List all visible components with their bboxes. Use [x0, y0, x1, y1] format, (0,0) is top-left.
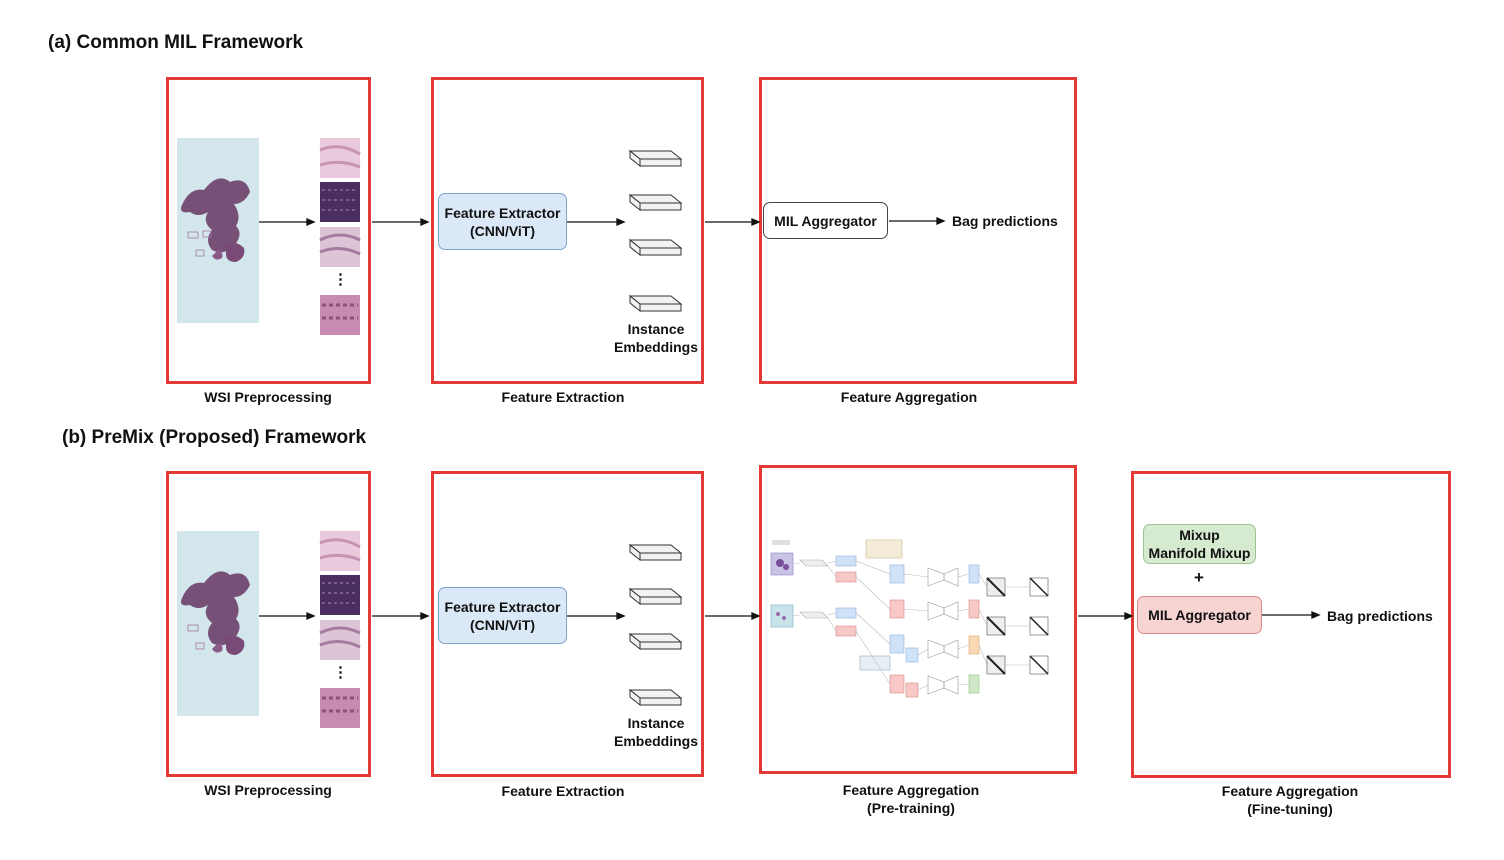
caption-feature-extraction: Feature Extraction	[501, 783, 625, 799]
embedding-slab-icon	[628, 543, 683, 707]
aggregation-frame	[759, 77, 1077, 384]
feature-extractor-node: Feature Extractor (CNN/ViT)	[438, 193, 567, 250]
wsi-thumbnail-image	[177, 138, 259, 323]
tissue-patch-image	[319, 138, 361, 335]
feature-extractor-node: Feature Extractor (CNN/ViT)	[438, 587, 567, 644]
caption-feature-aggregation-pretraining: Feature Aggregation (Pre-training)	[842, 782, 980, 816]
caption-feature-aggregation: Feature Aggregation	[840, 389, 978, 405]
mil-aggregator-node: MIL Aggregator	[1137, 596, 1262, 634]
panel-a-title: (a) Common MIL Framework	[48, 32, 304, 53]
caption-feature-aggregation-finetuning: Feature Aggregation (Fine-tuning)	[1221, 783, 1359, 817]
ellipsis: ⋮	[333, 271, 348, 288]
pretraining-frame	[759, 465, 1077, 774]
mixup-node: Mixup Manifold Mixup	[1143, 524, 1256, 564]
wsi-thumbnail-image	[177, 531, 259, 716]
arrow-icon	[259, 217, 946, 226]
panel-b-title: (b) PreMix (Proposed) Framework	[62, 427, 367, 448]
bag-predictions-label: Bag predictions	[952, 213, 1058, 229]
caption-wsi-preprocessing: WSI Preprocessing	[204, 389, 332, 405]
tissue-patch-image	[319, 531, 361, 728]
instance-embeddings-label: Instance Embeddings	[613, 321, 698, 355]
embedding-slab-icon	[628, 149, 683, 313]
mil-aggregator-node: MIL Aggregator	[763, 202, 888, 239]
arrow-icon	[259, 611, 1321, 620]
caption-feature-extraction: Feature Extraction	[501, 389, 625, 405]
plus-sign: +	[1194, 568, 1204, 587]
caption-wsi-preprocessing: WSI Preprocessing	[204, 782, 332, 798]
ellipsis: ⋮	[333, 664, 348, 681]
instance-embeddings-label: Instance Embeddings	[613, 715, 698, 749]
pretraining-diagram-image	[770, 539, 1049, 698]
bag-predictions-label: Bag predictions	[1327, 608, 1433, 624]
